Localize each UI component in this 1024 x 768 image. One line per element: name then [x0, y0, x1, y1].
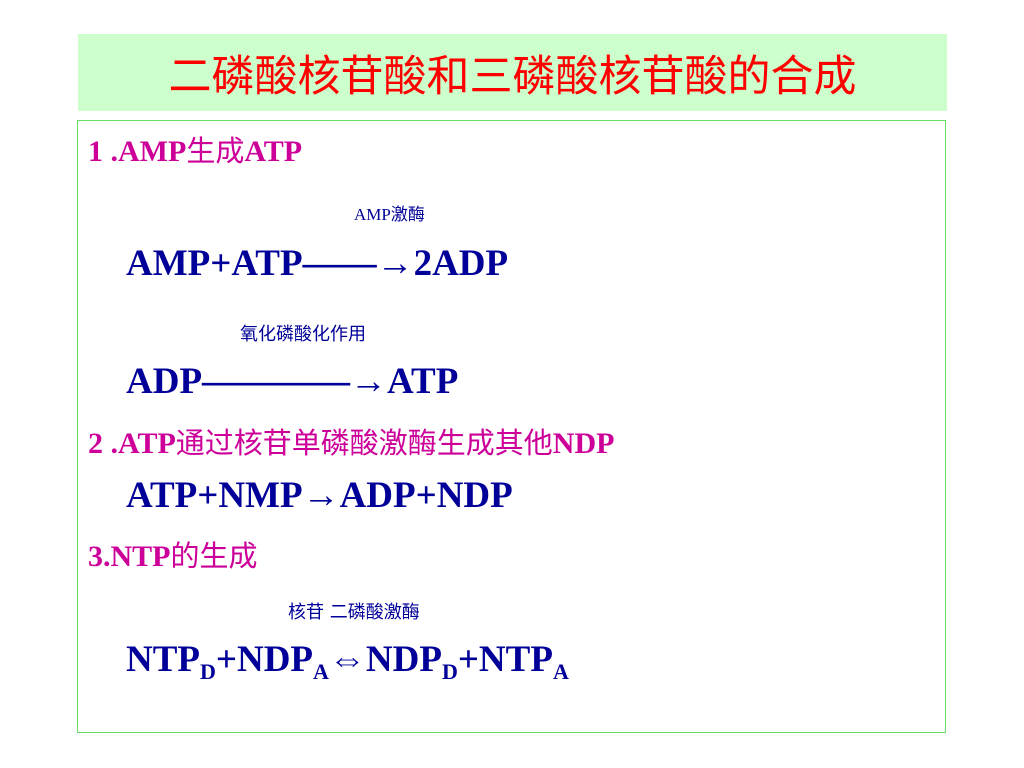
enzyme-label-ndp-kinase: 核苷 二磷酸激酶: [288, 602, 420, 623]
equation-atp-nmp: ATP+NMP→ADP+NDP: [126, 475, 513, 516]
section-2-prefix: 2 .ATP: [88, 427, 176, 460]
section-2-heading: 2 .ATP通过核苷单磷酸激酶生成其他NDP: [88, 420, 614, 462]
content-panel: [77, 120, 946, 733]
section-3-prefix: 3.NTP: [88, 540, 171, 573]
eq4-part-ndp: +NDP: [215, 639, 314, 680]
eq4-part-ntp: NTP: [126, 639, 200, 680]
equation-amp-atp: AMP+ATP——→2ADP: [126, 243, 509, 284]
section-1-prefix: 1 .AMP: [88, 135, 187, 168]
enzyme-label-oxidative-phosphorylation: 氧化磷酸化作用: [240, 324, 366, 345]
eq4-part-equilibrium-ndp: ⇔NDP: [328, 639, 442, 680]
section-3-heading: 3.NTP的生成: [88, 533, 258, 575]
equation-adp-atp: ADP————→ATP: [126, 361, 459, 402]
eq4-part-ntp2: +NTP: [457, 639, 553, 680]
section-1-cjk: 生成: [186, 134, 245, 168]
title-banner: 二磷酸核苷酸和三磷酸核苷酸的合成: [78, 34, 947, 111]
slide-title: 二磷酸核苷酸和三磷酸核苷酸的合成: [168, 51, 857, 102]
section-1-heading: 1 .AMP生成ATP: [88, 128, 302, 170]
eq4-sub-a2: A: [552, 659, 569, 684]
section-3-cjk: 的生成: [170, 539, 258, 573]
equation-ntp-ndp: NTPD+NDPA⇔NDPD+NTPA: [126, 638, 569, 685]
section-1-suffix: ATP: [244, 135, 303, 168]
section-2-suffix: NDP: [552, 427, 615, 460]
eq4-sub-d1: D: [200, 659, 216, 684]
enzyme-label-amp-kinase: AMP激酶: [354, 205, 425, 224]
section-2-cjk: 通过核苷单磷酸激酶生成其他: [175, 426, 553, 460]
eq4-sub-d2: D: [441, 659, 458, 684]
eq4-sub-a1: A: [313, 659, 329, 684]
